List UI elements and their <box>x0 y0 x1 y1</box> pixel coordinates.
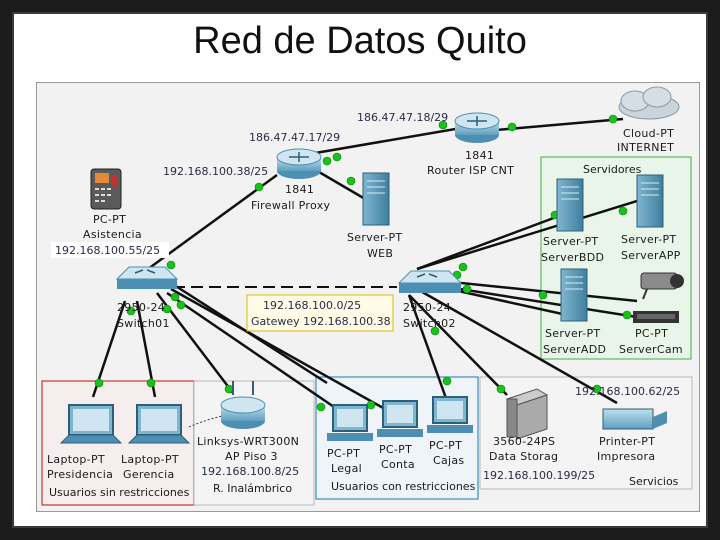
server-bdd-type: Server-PT <box>543 235 598 248</box>
router-isp-name: Router ISP CNT <box>427 164 514 177</box>
network-address: 192.168.100.0/25 <box>263 299 361 312</box>
con-restricciones-title: Usuarios con restricciones <box>331 480 476 493</box>
laptop-presidencia-type: Laptop-PT <box>47 453 105 466</box>
switch02-name: Switch02 <box>403 317 456 330</box>
switch01-icon <box>115 266 179 289</box>
ip-wireless: 192.168.100.8/25 <box>201 465 299 478</box>
router-fw-model: 1841 <box>285 183 314 196</box>
ip-fw-lan: 192.168.100.38/25 <box>163 165 268 178</box>
laptop-presidencia-name: Presidencia <box>47 468 113 481</box>
link-sw2-bdd <box>416 211 568 271</box>
printer-icon <box>602 408 667 430</box>
link-fw-switch1 <box>136 173 278 279</box>
wireless-router-icon <box>220 381 266 429</box>
servicios-title: Servicios <box>629 475 679 488</box>
server-add-type: Server-PT <box>545 327 600 340</box>
laptop-gerencia-type: Laptop-PT <box>121 453 179 466</box>
router-isp-model: 1841 <box>465 149 494 162</box>
server-cam-type: PC-PT <box>635 327 668 340</box>
pc-conta-icon <box>377 400 423 437</box>
link-sw2-storage <box>408 294 508 396</box>
group-servidores <box>540 156 692 360</box>
ap-name: AP Piso 3 <box>225 450 278 463</box>
cloud-type: Cloud-PT <box>623 127 674 140</box>
link-dots <box>94 114 632 412</box>
link-isp-cloud <box>484 117 624 133</box>
pc-legal-type: PC-PT <box>327 447 360 460</box>
network-diagram: Cloud-PT INTERNET 186.47.47.18/29 1841 R… <box>41 86 693 506</box>
pc-cam-icon <box>633 311 679 323</box>
storage-model: 3560-24PS <box>493 435 555 448</box>
laptop-presidencia-icon <box>59 404 123 444</box>
asistencia-ip-bg <box>51 242 169 258</box>
pc-cajas-name: Cajas <box>433 454 464 467</box>
storage-icon <box>505 388 549 440</box>
ip-wan-isp: 186.47.47.18/29 <box>357 111 448 124</box>
link-sw2-printer <box>416 287 618 405</box>
link-sw2-pc3 <box>407 294 449 402</box>
pc-cajas-type: PC-PT <box>429 439 462 452</box>
ip-printer: 192.168.100.62/25 <box>575 385 680 398</box>
server-add-icon <box>560 268 588 322</box>
link-sw1-pc2 <box>170 287 386 411</box>
server-add-name: ServerADD <box>543 343 606 356</box>
cloud-icon <box>618 86 680 120</box>
biometric-device-icon <box>90 168 122 210</box>
laptop-gerencia-name: Gerencia <box>123 468 175 481</box>
camera-icon <box>640 272 684 300</box>
server-web-icon <box>362 172 390 226</box>
switch01-name: Switch01 <box>117 317 170 330</box>
server-bdd-name: ServerBDD <box>541 251 604 264</box>
switch02-icon <box>397 270 463 293</box>
server-web-name: WEB <box>367 247 393 260</box>
pc-conta-type: PC-PT <box>379 443 412 456</box>
pc-legal-icon <box>327 404 373 441</box>
server-web-type: Server-PT <box>347 231 402 244</box>
sin-restricciones-title: Usuarios sin restricciones <box>49 486 190 499</box>
pc-conta-name: Conta <box>381 458 415 471</box>
printer-name: Impresora <box>597 450 655 463</box>
switch02-model: 2950-24 <box>403 301 451 314</box>
link-sw1-pc1 <box>166 291 338 411</box>
link-fw-isp <box>291 125 468 159</box>
server-app-type: Server-PT <box>621 233 676 246</box>
network-gateway: Gatewey 192.168.100.38 <box>251 315 391 328</box>
router-isp-icon <box>454 112 500 143</box>
server-cam-name: ServerCam <box>619 343 683 356</box>
laptop-gerencia-icon <box>127 404 191 444</box>
router-firewall-icon <box>276 148 322 179</box>
ip-asistencia: 192.168.100.55/25 <box>55 244 160 257</box>
network-note-box <box>246 294 394 332</box>
ap-model: Linksys-WRT300N <box>197 435 299 448</box>
ip-storage: 192.168.100.199/25 <box>483 469 595 482</box>
server-app-name: ServerAPP <box>621 249 681 262</box>
ap-note: R. Inalámbrico <box>213 482 292 495</box>
ip-wan-fw: 186.47.47.17/29 <box>249 131 340 144</box>
server-bdd-icon <box>556 178 584 232</box>
printer-type: Printer-PT <box>599 435 655 448</box>
link-sw1-storage <box>170 281 328 385</box>
pc-cajas-icon <box>427 396 473 433</box>
cloud-name: INTERNET <box>617 141 674 154</box>
switch01-model: 2950-24 <box>117 301 165 314</box>
asistencia-name: Asistencia <box>83 228 142 241</box>
storage-name: Data Storag <box>489 450 558 463</box>
servidores-title: Servidores <box>583 163 642 176</box>
asistencia-type: PC-PT <box>93 213 126 226</box>
slide-title: Red de Datos Quito <box>193 20 527 62</box>
diagram-canvas: Cloud-PT INTERNET 186.47.47.18/29 1841 R… <box>36 82 700 512</box>
pc-legal-name: Legal <box>331 462 362 475</box>
link-sw2-app <box>416 199 638 271</box>
server-app-icon <box>636 174 664 228</box>
router-fw-name: Firewall Proxy <box>251 199 330 212</box>
